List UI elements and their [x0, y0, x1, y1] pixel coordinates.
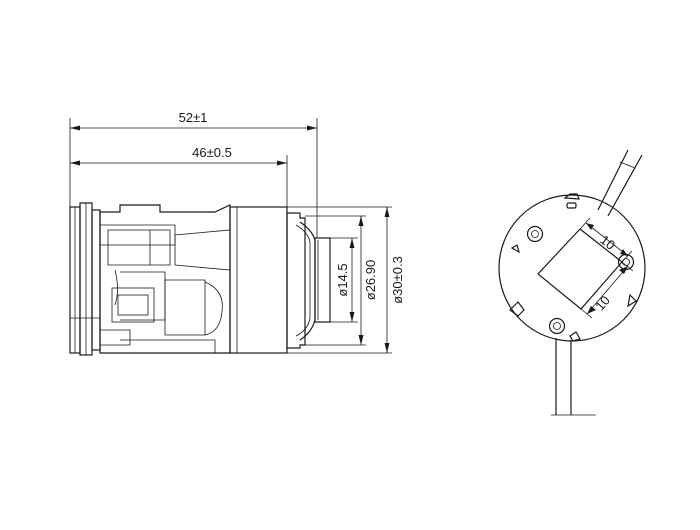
dim-diameter-mid: ø26.90 — [305, 215, 378, 346]
dim-body-length: 46±0.5 — [70, 145, 288, 213]
diameter-inner-label: ø14.5 — [335, 263, 350, 296]
dim-diameter-outer: ø30±0.3 — [287, 206, 405, 354]
body-length-label: 46±0.5 — [192, 145, 232, 160]
square-height-label: 10 — [592, 293, 613, 314]
front-flange — [286, 212, 306, 349]
overall-length-label: 52±1 — [179, 110, 208, 125]
rear-plate-spacer — [91, 209, 101, 351]
diameter-mid-label: ø26.90 — [363, 260, 378, 300]
cable-upper-left — [597, 149, 629, 211]
inner-cavity — [164, 279, 206, 336]
left-notch — [509, 301, 525, 317]
dim-diameter-inner: ø14.5 — [330, 237, 358, 323]
top-notch — [566, 202, 577, 209]
dim-overall-length: 52±1 — [69, 110, 318, 238]
front-disk — [498, 194, 646, 342]
diameter-outer-label: ø30±0.3 — [390, 256, 405, 304]
latch-block-upper — [107, 229, 171, 266]
front-view: 10 10 — [498, 149, 646, 416]
rear-housing — [99, 204, 231, 354]
taper-section — [174, 229, 231, 271]
square-width-label: 10 — [597, 232, 618, 253]
mounting-hole-top — [526, 225, 544, 243]
cable-upper-right — [607, 154, 643, 217]
flange-lip — [299, 221, 316, 341]
mounting-hole-bottom — [548, 317, 566, 335]
main-body — [229, 206, 288, 354]
side-view — [69, 202, 331, 356]
right-notch — [627, 293, 637, 308]
front-nose — [314, 237, 331, 323]
latch-block-lower — [111, 287, 155, 323]
